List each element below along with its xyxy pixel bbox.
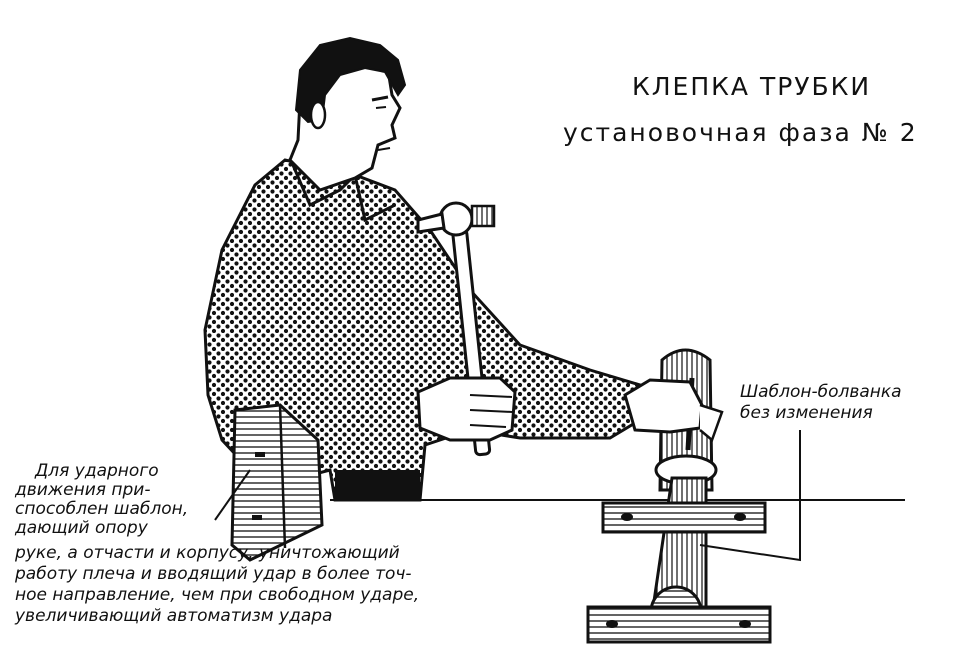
caption-line: руке, а отчасти и корпусу, уничтожающий <box>15 543 400 563</box>
page-title: КЛЕПКА ТРУБКИ <box>632 72 872 101</box>
caption-line: увеличивающий автоматизм удара <box>15 606 333 626</box>
callout-line-2: без изменения <box>740 403 873 423</box>
left-hand <box>623 378 724 443</box>
worker-figure <box>203 36 642 502</box>
lower-clamp <box>586 605 772 644</box>
right-hand <box>416 376 517 442</box>
caption-line: способлен шаблон, <box>15 499 189 519</box>
caption-line: ное направление, чем при свободном ударе… <box>15 585 420 605</box>
caption-line: дающий опору <box>15 518 148 538</box>
upper-clamp <box>601 501 767 534</box>
page-subtitle: установочная фаза № 2 <box>563 118 918 147</box>
caption-line: Для ударного <box>35 461 159 481</box>
caption-leader <box>214 469 251 521</box>
callout-leader <box>699 430 801 562</box>
support-template-block <box>230 403 324 562</box>
caption-line: работу плеча и вводящий удар в более точ… <box>15 564 412 584</box>
callout-line-1: Шаблон-болванка <box>740 382 902 402</box>
caption-line: движения при- <box>15 480 151 500</box>
